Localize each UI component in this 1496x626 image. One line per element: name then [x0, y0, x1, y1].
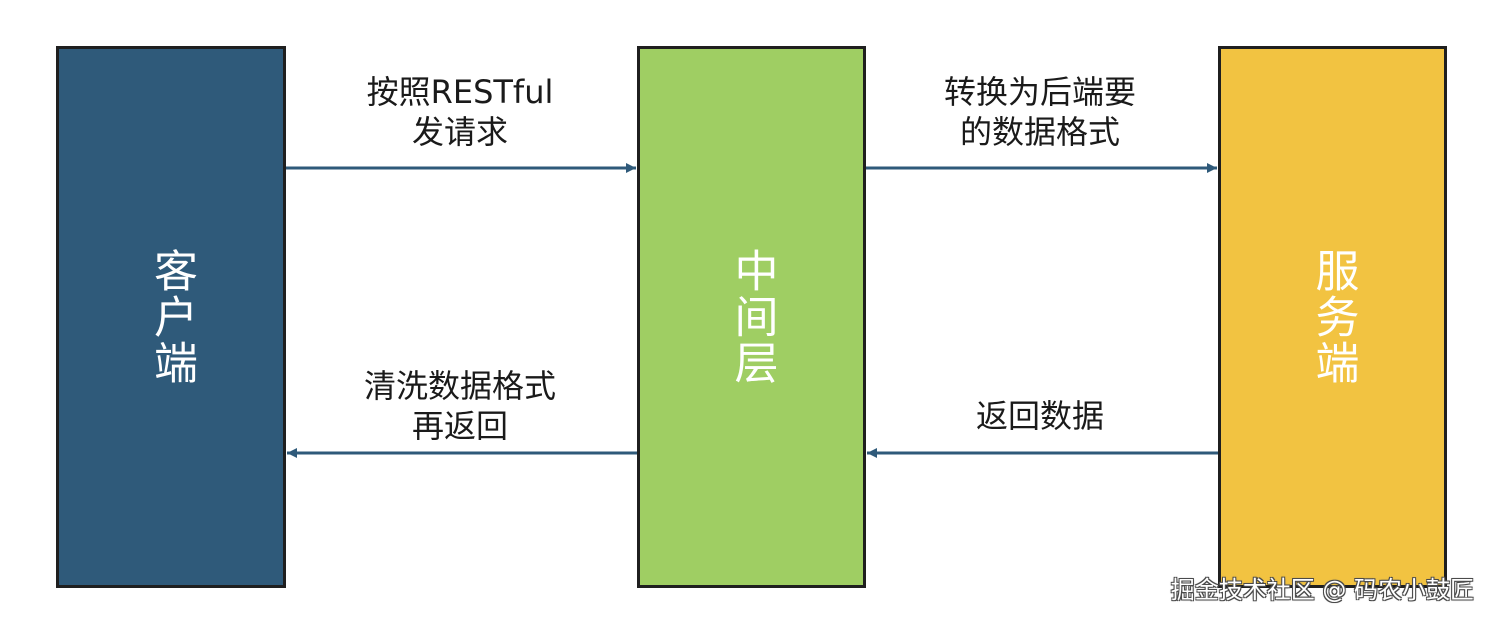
node-client: 客户端 — [56, 46, 286, 588]
watermark: 掘金技术社区 @ 码农小鼓匠 — [1170, 576, 1474, 604]
edge-label-request-line-1: 按照RESTful — [366, 73, 554, 111]
edge-label-clean-line-1: 清洗数据格式 — [363, 367, 556, 405]
node-middle-layer: 中间层 — [637, 46, 866, 588]
node-middle-layer-label: 中间层 — [726, 248, 778, 386]
edge-label-return-data-line-1: 返回数据 — [975, 397, 1104, 435]
edge-label-request-line-2: 发请求 — [411, 113, 508, 151]
edge-label-convert: 转换为后端要 的数据格式 — [880, 72, 1200, 152]
edge-label-convert-line-1: 转换为后端要 — [943, 73, 1136, 111]
edge-label-convert-line-2: 的数据格式 — [959, 113, 1120, 151]
edge-label-clean-line-2: 再返回 — [411, 407, 508, 445]
edge-label-request: 按照RESTful 发请求 — [300, 72, 620, 152]
node-server: 服务端 — [1218, 46, 1447, 588]
node-server-label: 服务端 — [1307, 248, 1359, 386]
node-client-label: 客户端 — [146, 248, 197, 386]
edge-label-clean: 清洗数据格式 再返回 — [300, 366, 620, 446]
edge-label-return-data: 返回数据 — [880, 396, 1200, 436]
